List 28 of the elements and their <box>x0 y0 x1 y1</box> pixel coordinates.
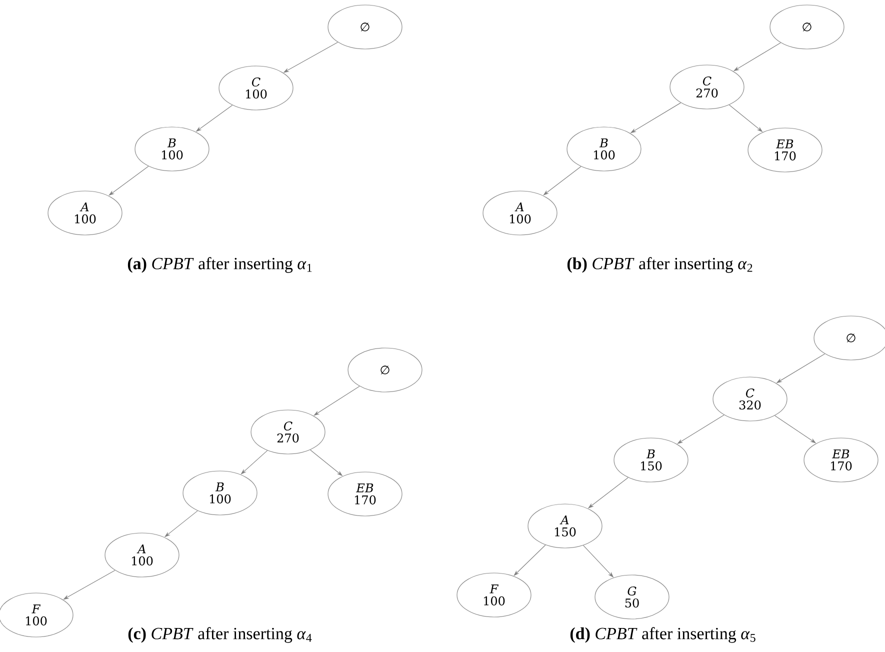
tree-node: A 100 <box>48 190 122 236</box>
tree-node: ∅ <box>770 4 844 50</box>
tree-node: F 100 <box>456 572 532 618</box>
tree-node: ∅ <box>348 348 422 392</box>
arrow <box>543 166 582 196</box>
caption: (d) CPBT after inserting α$_{5}$ <box>570 627 756 643</box>
tree-node: B 150 <box>614 438 688 482</box>
tree-node: G 50 <box>594 574 670 620</box>
caption: (c) CPBT after inserting α$_{4}$ <box>128 627 312 643</box>
tree-node: B 100 <box>134 126 210 172</box>
tree-node: ∅ <box>814 316 885 360</box>
tree-node: EB 170 <box>328 472 402 516</box>
tree-node: C 100 <box>218 66 294 110</box>
tree-node: A 150 <box>528 504 602 548</box>
tree-node: C 320 <box>712 376 788 422</box>
arrow <box>514 544 546 576</box>
tree-node: A 100 <box>482 190 558 236</box>
caption: (a) CPBT after inserting α$_{1}$ <box>128 257 312 273</box>
tree-node: EB 170 <box>748 128 822 172</box>
tree-node: C 270 <box>250 410 326 454</box>
tree-node: B 100 <box>566 126 642 172</box>
tree-node: EB 170 <box>804 438 878 482</box>
tree-node: A 100 <box>104 532 180 578</box>
tree-node: C 270 <box>670 64 744 110</box>
tree-node: ∅ <box>328 4 402 50</box>
caption: (b) CPBT after inserting α$_{2}$ <box>567 257 752 273</box>
tree-node: B 100 <box>182 470 258 516</box>
tree-node: F 100 <box>0 592 74 638</box>
